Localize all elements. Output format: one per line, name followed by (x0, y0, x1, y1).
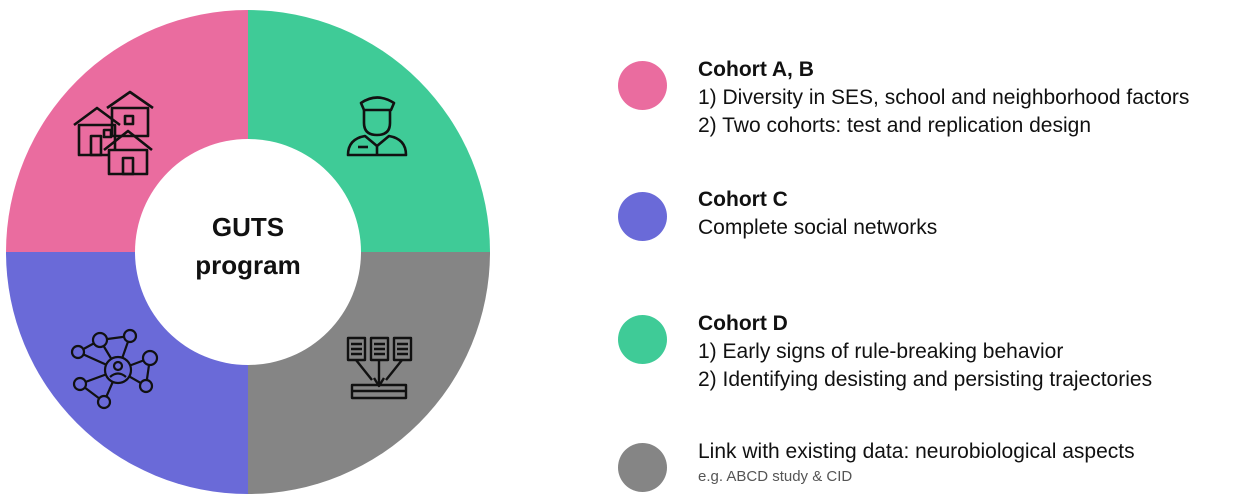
legend-dot-link-data (618, 443, 667, 492)
legend-sub-link-data: e.g. ABCD study & CID (698, 468, 853, 485)
houses-icon (73, 90, 154, 176)
legend-text-cohort-d: Cohort D 1) Early signs of rule-breaking… (698, 310, 1152, 394)
legend-line-cohort-ab-2: 2) Two cohorts: test and replication des… (698, 114, 1092, 137)
legend-dot-cohort-ab (618, 61, 667, 110)
social-network-icon (70, 328, 159, 410)
legend-title-cohort-ab: Cohort A, B (698, 58, 814, 81)
center-label-line1: GUTS (211, 212, 285, 242)
legend-dot-cohort-d (618, 315, 667, 364)
donut-diagram (6, 10, 490, 494)
center-label: GUTS program (139, 208, 357, 284)
officer-icon (346, 96, 408, 157)
center-label-line2: program (195, 250, 301, 280)
legend-line-cohort-d-1: 1) Early signs of rule-breaking behavior (698, 340, 1064, 363)
legend-text-cohort-ab: Cohort A, B 1) Diversity in SES, school … (698, 56, 1189, 140)
legend-line-cohort-c-1: Complete social networks (698, 216, 938, 239)
legend-title-cohort-c: Cohort C (698, 188, 788, 211)
donut-hole (135, 139, 361, 365)
legend-line-cohort-d-2: 2) Identifying desisting and persisting … (698, 368, 1153, 391)
documents-database-icon (346, 336, 413, 400)
legend-text-cohort-c: Cohort C Complete social networks (698, 186, 937, 242)
legend-text-link-data: Link with existing data: neurobiological… (698, 438, 1135, 488)
legend-line-cohort-ab-1: 1) Diversity in SES, school and neighbor… (698, 86, 1190, 109)
legend-line-link-data: Link with existing data: neurobiological… (698, 440, 1135, 463)
legend-dot-cohort-c (618, 192, 667, 241)
legend-title-cohort-d: Cohort D (698, 312, 788, 335)
